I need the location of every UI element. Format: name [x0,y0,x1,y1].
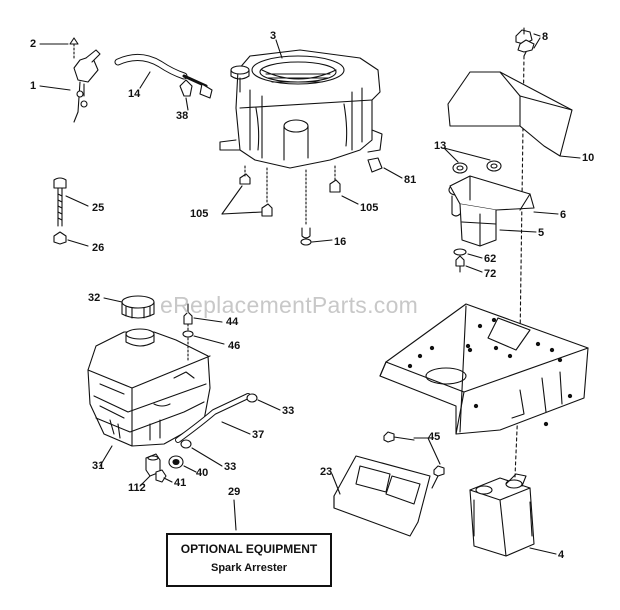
callout-44: 44 [226,316,239,328]
callout-2: 2 [30,38,37,50]
bracket-part-5 [451,195,497,247]
callout-14: 14 [128,88,141,100]
throttle-control-part-1 [73,49,101,123]
leader-14 [139,71,151,89]
leader-13 [443,147,491,163]
bolt-part-25 [53,177,67,227]
callout-3: 3 [270,30,277,42]
leader-62 [467,253,483,259]
engine-part-3 [219,49,383,169]
bolt-part-105 [239,165,341,217]
callout-16: 16 [334,236,347,248]
callout-38: 38 [176,110,189,122]
leader-25 [65,195,89,207]
callout-29: 29 [228,486,241,498]
clamp-part-33 [180,393,258,449]
leader-46 [193,335,225,345]
callout-23: 23 [320,466,333,478]
screw-part-44 [183,303,193,325]
leader-6 [533,211,559,215]
valve-part-41 [155,469,167,483]
fuel-line-part-14 [114,54,208,88]
callout-4: 4 [558,549,565,561]
nut-part-26 [53,231,67,245]
leader-112 [139,475,151,487]
leader-105-left [221,185,263,215]
callout-37: 37 [252,429,265,441]
muffler-part-4 [469,473,535,557]
leader-33-top [257,399,281,411]
leader-8 [533,33,541,49]
bracket-part-10 [447,71,573,157]
washer-part-46 [182,323,194,361]
optional-equipment-title: OPTIONAL EQUIPMENT [180,542,318,556]
callout-46: 46 [228,340,241,352]
fuel-cap-part-32 [121,295,155,319]
leader-41 [163,477,173,483]
sensor-part-81 [367,157,383,173]
bolt-part-8 [515,27,535,57]
callout-62: 62 [484,253,497,265]
bolt-part-45 [383,431,445,489]
callout-112: 112 [128,482,146,494]
callout-10: 10 [582,152,595,164]
leader-38 [185,97,189,111]
callout-105-left: 105 [190,208,209,220]
leader-45 [413,437,441,465]
callout-33-top: 33 [282,405,295,417]
leader-105-right [341,195,359,205]
leader-10 [559,155,581,159]
mounting-plate [379,303,589,435]
leader-33-bottom [191,447,223,467]
callout-32: 32 [88,292,101,304]
callout-81: 81 [404,174,417,186]
clamp-part-38 [179,79,213,99]
callout-33-bottom: 33 [224,461,237,473]
leader-1 [39,85,71,91]
leader-40 [183,465,197,473]
leader-23 [331,473,341,495]
leader-37 [221,421,251,435]
leader-4 [529,547,557,555]
callout-31: 31 [92,460,105,472]
leader-44 [193,317,223,323]
leader-26 [67,239,89,247]
screw-part-2 [69,37,79,61]
leader-3 [275,39,283,59]
washer-part-16 [300,169,312,246]
washer-part-62 [453,248,467,256]
leader-5 [499,229,537,233]
callout-1: 1 [30,80,37,92]
callout-5: 5 [538,227,545,239]
spark-arrester-label: Spark Arrester [210,562,288,574]
fuel-hose-part-37 [175,393,251,443]
leader-81 [383,167,403,179]
callout-72: 72 [484,268,497,280]
callout-26: 26 [92,242,105,254]
callout-25: 25 [92,202,105,214]
assembly-axis-line [519,55,525,341]
callout-40: 40 [196,467,209,479]
leader-16 [311,239,333,243]
leader-32 [103,297,123,303]
fuel-tank-part-31 [87,328,211,447]
callout-41: 41 [174,477,187,489]
callout-45: 45 [428,431,441,443]
heat-shield-part-23 [333,455,431,537]
leader-72 [465,265,483,273]
leader-29 [233,499,237,531]
screw-part-72 [455,255,465,273]
bushing-part-40 [168,455,184,469]
leader-31 [99,445,113,467]
optional-equipment-box: OPTIONAL EQUIPMENT Spark Arrester [166,533,332,587]
callout-6: 6 [560,209,567,221]
callout-8: 8 [542,31,549,43]
watermark-text: eReplacementParts.com [160,292,419,318]
callout-13: 13 [434,140,447,152]
callout-105-right: 105 [360,202,379,214]
